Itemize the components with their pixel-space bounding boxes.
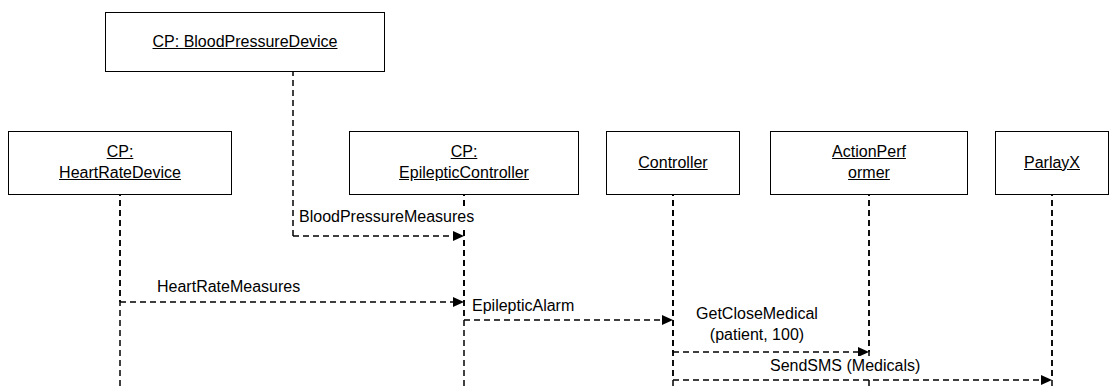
message-label: BloodPressureMeasures [297, 207, 476, 228]
lifeline-box: CP: EpilepticController [349, 131, 579, 195]
arrow-head [662, 315, 673, 325]
arrow-head [453, 231, 464, 241]
message-line [673, 379, 1043, 381]
lifelines [120, 195, 1052, 388]
message-line [672, 195, 674, 380]
message-line [464, 319, 664, 321]
message-label: EpilepticAlarm [470, 296, 576, 317]
message-arrow [673, 195, 1052, 385]
object-name: CP: EpilepticController [399, 142, 529, 184]
message-arrow [464, 195, 673, 325]
lifeline-box: Controller [606, 131, 740, 195]
message-line [293, 235, 455, 237]
object-name: ParlayX [1024, 153, 1080, 174]
message-line [1051, 195, 1053, 380]
message-label: GetCloseMedical (patient, 100) [680, 304, 834, 346]
object-name: CP: HeartRateDevice [59, 142, 181, 184]
message-line [119, 195, 121, 302]
message-label: HeartRateMeasures [155, 277, 302, 298]
message-line [673, 351, 860, 353]
message-label: SendSMS (Medicals) [768, 356, 922, 377]
lifeline [672, 195, 674, 388]
lifeline-box: CP: BloodPressureDevice [105, 12, 385, 72]
object-name: CP: BloodPressureDevice [153, 32, 338, 53]
lifeline-box: ParlayX [995, 131, 1109, 195]
arrow-head [453, 297, 464, 307]
message-line [120, 301, 455, 303]
message-arrow [673, 195, 869, 357]
lifeline [1051, 195, 1053, 388]
object-name: ActionPerf ormer [832, 142, 906, 184]
lifeline-box: CP: HeartRateDevice [8, 131, 232, 195]
object-name: Controller [638, 153, 707, 174]
lifeline [119, 195, 121, 388]
arrow-head [1041, 375, 1052, 385]
message-line [868, 195, 870, 352]
lifeline-box: ActionPerf ormer [770, 131, 968, 195]
message-line [292, 72, 294, 236]
